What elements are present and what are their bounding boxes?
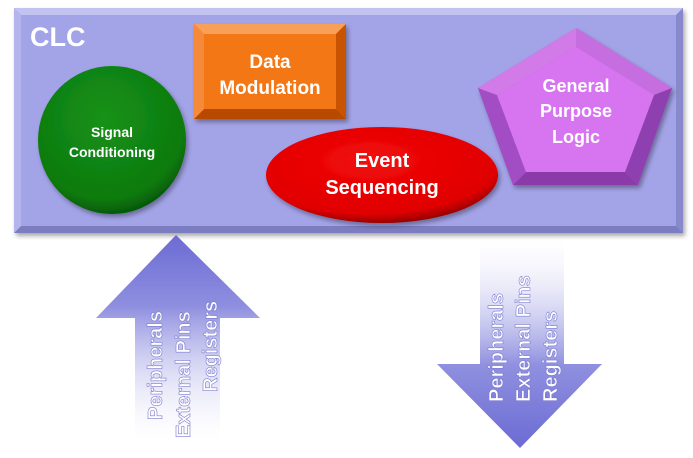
- output-arrow-label-external-pins: External Pins: [513, 275, 535, 402]
- data-modulation-line-1: Data: [249, 52, 291, 73]
- input-arrow-label-peripherals: Peripherals: [145, 311, 167, 420]
- input-arrow-label-registers: Registers: [200, 301, 222, 392]
- signal-conditioning-line-1: Signal: [91, 124, 133, 140]
- output-arrow-label-registers: Registers: [540, 311, 562, 402]
- signal-conditioning-block: [38, 66, 186, 214]
- event-sequencing-line-2: Sequencing: [325, 177, 438, 199]
- general-purpose-logic-line-2: Purpose: [540, 101, 612, 121]
- input-arrow-up: [96, 235, 260, 440]
- data-modulation-block: [194, 24, 346, 119]
- general-purpose-logic-block: [478, 28, 672, 185]
- event-sequencing-line-1: Event: [355, 150, 410, 172]
- general-purpose-logic-line-1: General: [542, 76, 609, 96]
- general-purpose-logic-line-3: Logic: [552, 127, 600, 147]
- input-arrow-label-external-pins: External Pins: [173, 311, 195, 438]
- signal-conditioning-line-2: Conditioning: [69, 144, 155, 160]
- clc-title: CLC: [30, 22, 86, 52]
- output-arrow-label-peripherals: Peripherals: [486, 293, 508, 402]
- data-modulation-line-2: Modulation: [219, 78, 320, 99]
- output-arrow-down: [437, 240, 602, 448]
- event-sequencing-block: [266, 127, 498, 223]
